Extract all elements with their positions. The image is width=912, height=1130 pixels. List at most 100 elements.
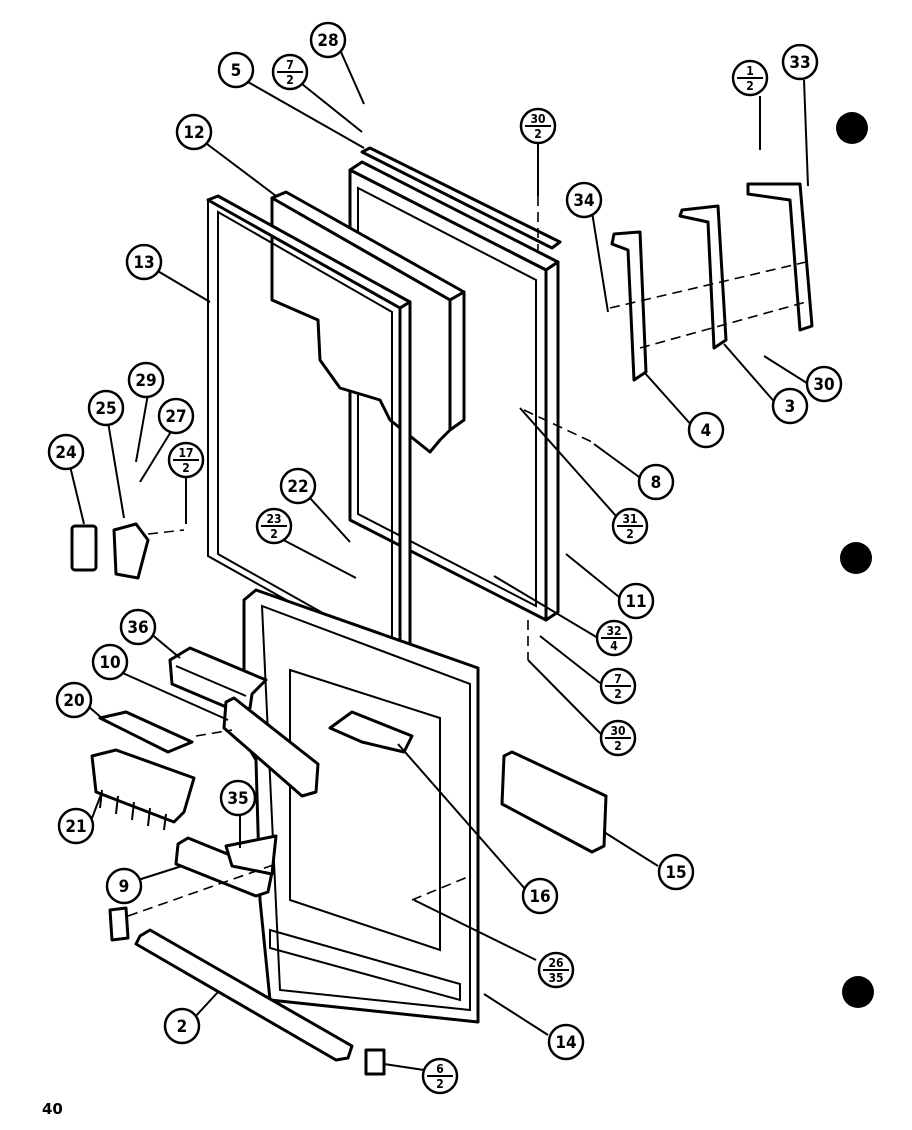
callout-circle bbox=[617, 582, 655, 620]
callout-circle bbox=[119, 608, 157, 646]
butter-cover-20 bbox=[98, 710, 194, 754]
callout-label: 5 bbox=[231, 61, 242, 81]
callout-23: 232 bbox=[255, 507, 293, 545]
callout-label: 10 bbox=[99, 653, 120, 673]
callout-denominator: 35 bbox=[548, 971, 563, 985]
callout-35: 35 bbox=[219, 779, 257, 817]
callout-label: 20 bbox=[63, 691, 84, 711]
shelf-16 bbox=[328, 710, 414, 754]
callout-numerator: 17 bbox=[178, 446, 193, 460]
callout-numerator: 7 bbox=[614, 672, 622, 686]
callout-circle bbox=[805, 365, 843, 403]
callout-circle bbox=[47, 433, 85, 471]
rail-15 bbox=[500, 750, 608, 854]
callout-21: 21 bbox=[57, 807, 95, 845]
callout-circle bbox=[57, 807, 95, 845]
callout-numerator: 30 bbox=[610, 724, 625, 738]
callout-30: 30 bbox=[805, 365, 843, 403]
callout-circle bbox=[219, 779, 257, 817]
door-shelf-10 bbox=[222, 696, 320, 798]
callout-numerator: 30 bbox=[530, 112, 545, 126]
callout-10: 10 bbox=[91, 643, 129, 681]
callout-denominator: 2 bbox=[270, 527, 278, 541]
callout-numerator: 32 bbox=[606, 624, 621, 638]
callout-circle bbox=[163, 1007, 201, 1045]
bottom-trim-2 bbox=[108, 863, 386, 1076]
callout-circle bbox=[565, 181, 603, 219]
callout-circle bbox=[309, 21, 347, 59]
callout-circle bbox=[55, 681, 93, 719]
callout-circle bbox=[125, 243, 163, 281]
callout-circle bbox=[657, 853, 695, 891]
callout-circle bbox=[771, 387, 809, 425]
punch-hole-middle bbox=[840, 542, 872, 574]
callout-20: 20 bbox=[55, 681, 93, 719]
callout-30b: 302 bbox=[599, 719, 637, 757]
callout-label: 11 bbox=[625, 592, 646, 612]
callout-circle bbox=[175, 113, 213, 151]
callout-numerator: 7 bbox=[286, 58, 294, 72]
callout-1: 12 bbox=[731, 59, 769, 97]
callout-denominator: 2 bbox=[182, 461, 190, 475]
callout-9: 9 bbox=[105, 867, 143, 905]
callout-numerator: 6 bbox=[436, 1062, 444, 1076]
page-number: 40 bbox=[42, 1100, 63, 1118]
handle-trim-left bbox=[70, 522, 185, 580]
callout-numerator: 1 bbox=[746, 64, 754, 78]
callout-label: 9 bbox=[119, 877, 130, 897]
callout-22: 22 bbox=[279, 467, 317, 505]
callout-label: 33 bbox=[789, 53, 810, 73]
callout-14: 14 bbox=[547, 1023, 585, 1061]
callout-31: 312 bbox=[611, 507, 649, 545]
callout-denominator: 2 bbox=[436, 1077, 444, 1091]
callout-3: 3 bbox=[771, 387, 809, 425]
callout-label: 34 bbox=[573, 191, 594, 211]
callout-27: 27 bbox=[157, 397, 195, 435]
callout-4: 4 bbox=[687, 411, 725, 449]
callout-denominator: 2 bbox=[626, 527, 634, 541]
callout-denominator: 2 bbox=[614, 687, 622, 701]
callout-circle bbox=[637, 463, 675, 501]
callout-circle bbox=[105, 867, 143, 905]
callout-denominator: 2 bbox=[534, 127, 542, 141]
callout-label: 24 bbox=[55, 443, 76, 463]
callout-7a: 72 bbox=[271, 53, 309, 91]
callout-6: 62 bbox=[421, 1057, 459, 1095]
callout-label: 15 bbox=[665, 863, 686, 883]
door-shelf-9 bbox=[174, 834, 278, 898]
callout-circle bbox=[781, 43, 819, 81]
egg-bin-21 bbox=[90, 748, 196, 831]
callout-2: 2 bbox=[163, 1007, 201, 1045]
callout-16: 16 bbox=[521, 877, 559, 915]
fresh-food-door-liner bbox=[242, 588, 480, 1024]
callout-29: 29 bbox=[127, 361, 165, 399]
door-shelf-36 bbox=[168, 646, 268, 714]
callout-denominator: 4 bbox=[610, 639, 618, 653]
callout-numerator: 26 bbox=[548, 956, 563, 970]
callout-label: 16 bbox=[529, 887, 550, 907]
callout-34: 34 bbox=[565, 181, 603, 219]
callout-11: 11 bbox=[617, 582, 655, 620]
callout-36: 36 bbox=[119, 608, 157, 646]
callout-15: 15 bbox=[657, 853, 695, 891]
callout-circle bbox=[547, 1023, 585, 1061]
callout-denominator: 2 bbox=[746, 79, 754, 93]
callout-label: 21 bbox=[65, 817, 86, 837]
callout-8: 8 bbox=[637, 463, 675, 501]
callout-30a: 302 bbox=[519, 107, 557, 145]
punch-hole-bottom bbox=[842, 976, 874, 1008]
callout-label: 28 bbox=[317, 31, 338, 51]
hinge-assembly bbox=[609, 182, 814, 382]
callout-numerator: 31 bbox=[622, 512, 637, 526]
callout-13: 13 bbox=[125, 243, 163, 281]
callout-label: 8 bbox=[651, 473, 662, 493]
callout-17: 172 bbox=[167, 441, 205, 479]
callout-circle bbox=[127, 361, 165, 399]
callout-label: 2 bbox=[177, 1017, 188, 1037]
callout-12: 12 bbox=[175, 113, 213, 151]
callout-label: 27 bbox=[165, 407, 186, 427]
callout-24: 24 bbox=[47, 433, 85, 471]
callout-circle bbox=[521, 877, 559, 915]
